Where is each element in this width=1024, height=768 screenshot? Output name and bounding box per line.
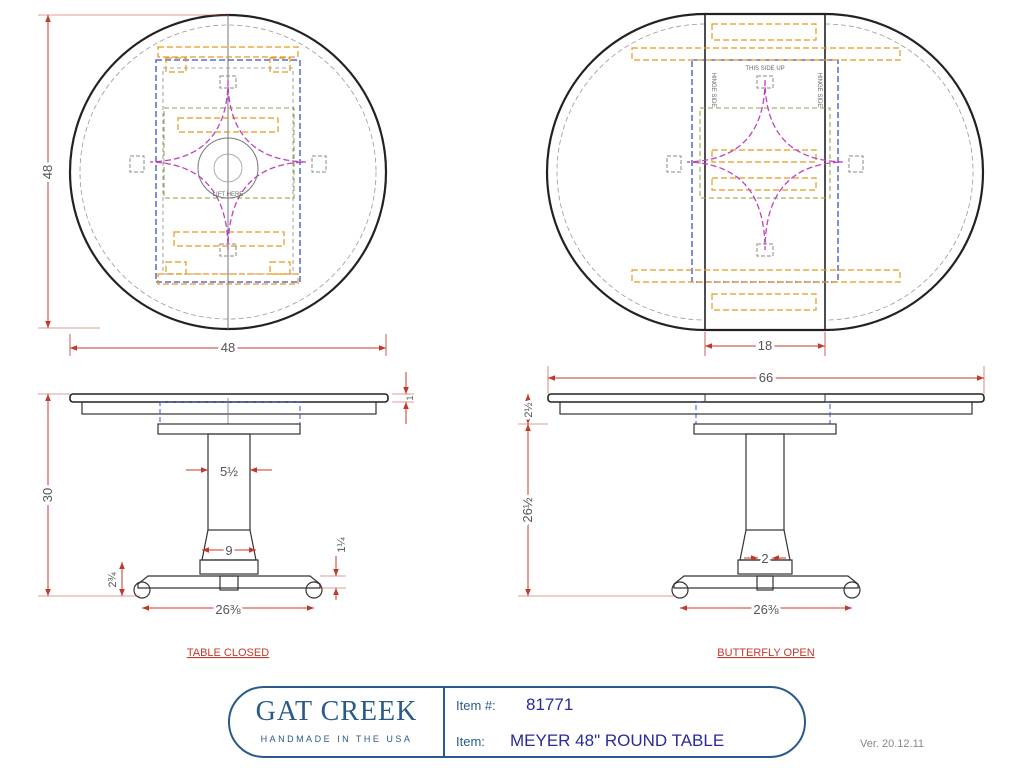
side-view-closed: 30 1 5½ 9 1¼ 2¾ 26⅜ TABLE CLOSED: [37, 372, 415, 659]
dim-base-spread-open: 26⅜: [753, 602, 778, 617]
base-legs-closed: [137, 575, 321, 589]
dim-leaf: 18: [758, 338, 772, 353]
title-block-divider: [443, 688, 445, 756]
base-legs-open: [673, 575, 859, 589]
item-number-label: Item #:: [456, 698, 496, 713]
dim-column-open: 2: [761, 551, 768, 566]
top-view-open: HINGE SIDE THIS SIDE UP HINGE SIDE 18: [545, 12, 985, 356]
apron-hidden: [155, 59, 301, 283]
pedestal-base-hidden-open: [686, 79, 844, 251]
caster-right-closed: [305, 581, 323, 599]
column-hub: [197, 137, 259, 199]
title-block: GAT CREEK HANDMADE IN THE USA Item #: 81…: [228, 686, 806, 758]
apron-side-closed: [81, 401, 377, 415]
dim-depth-closed: 48: [40, 165, 55, 179]
dim-column-width: 5½: [220, 464, 238, 479]
slide-rails-open: [631, 23, 901, 311]
apron-side-open: [559, 401, 973, 415]
dim-base-width: 9: [225, 543, 232, 558]
hinge-label-left: HINGE SIDE: [710, 73, 716, 108]
slide-rail-top: [157, 46, 299, 73]
dim-foot-height: 1¼: [336, 537, 348, 553]
item-name-label: Item:: [456, 734, 485, 749]
tabletop-edge-profile: [79, 24, 377, 320]
pedestal-base-hidden: [149, 79, 307, 251]
caster-left-closed: [133, 581, 151, 599]
tabletop-side-open: [547, 393, 985, 403]
item-name-value: MEYER 48" ROUND TABLE: [510, 731, 725, 750]
mechanism-plate-hidden: [163, 107, 295, 199]
caster-right-open: [843, 581, 861, 599]
dim-height-open: 26½: [520, 497, 535, 522]
dim-width-open: 66: [759, 370, 773, 385]
caption-butterfly-open: BUTTERFLY OPEN: [717, 647, 814, 659]
tabletop-half-right: [824, 12, 985, 332]
base-feet-hidden: [129, 75, 327, 257]
dim-top-thickness: 1: [405, 395, 415, 400]
caption-table-closed: TABLE CLOSED: [187, 647, 269, 659]
top-view-closed: LIFT HERE 48 48: [37, 13, 388, 358]
brand-logo-text: GAT CREEK: [255, 696, 418, 727]
column-cap-open: [693, 423, 837, 435]
version-label: Ver. 20.12.11: [860, 738, 925, 750]
dim-height-closed: 30: [40, 488, 55, 502]
dim-base-spread-closed: 26⅜: [215, 602, 240, 617]
dim-width-closed: 48: [221, 340, 235, 355]
hinge-label-right: HINGE SIDE: [816, 73, 822, 108]
dim-apron-open: 2½: [523, 402, 535, 417]
brand-tagline: HANDMADE IN THE USA: [260, 734, 413, 744]
caster-left-open: [671, 581, 689, 599]
side-view-open: 66 2½ 26½ 2 26⅜ BUTTERFLY OPEN: [517, 366, 985, 659]
column-open: [745, 433, 785, 531]
mechanism-plate-hidden-open: [699, 107, 831, 199]
hinge-label-top: THIS SIDE UP: [745, 66, 784, 72]
column-closed: [207, 433, 251, 531]
tabletop-side-closed: [69, 393, 389, 403]
column-cap-closed: [157, 423, 301, 435]
item-number-value: 81771: [526, 695, 574, 714]
tabletop-half-left: [545, 12, 706, 332]
hub-label: LIFT HERE: [213, 192, 244, 198]
dim-foot-span: 2¾: [107, 572, 119, 588]
